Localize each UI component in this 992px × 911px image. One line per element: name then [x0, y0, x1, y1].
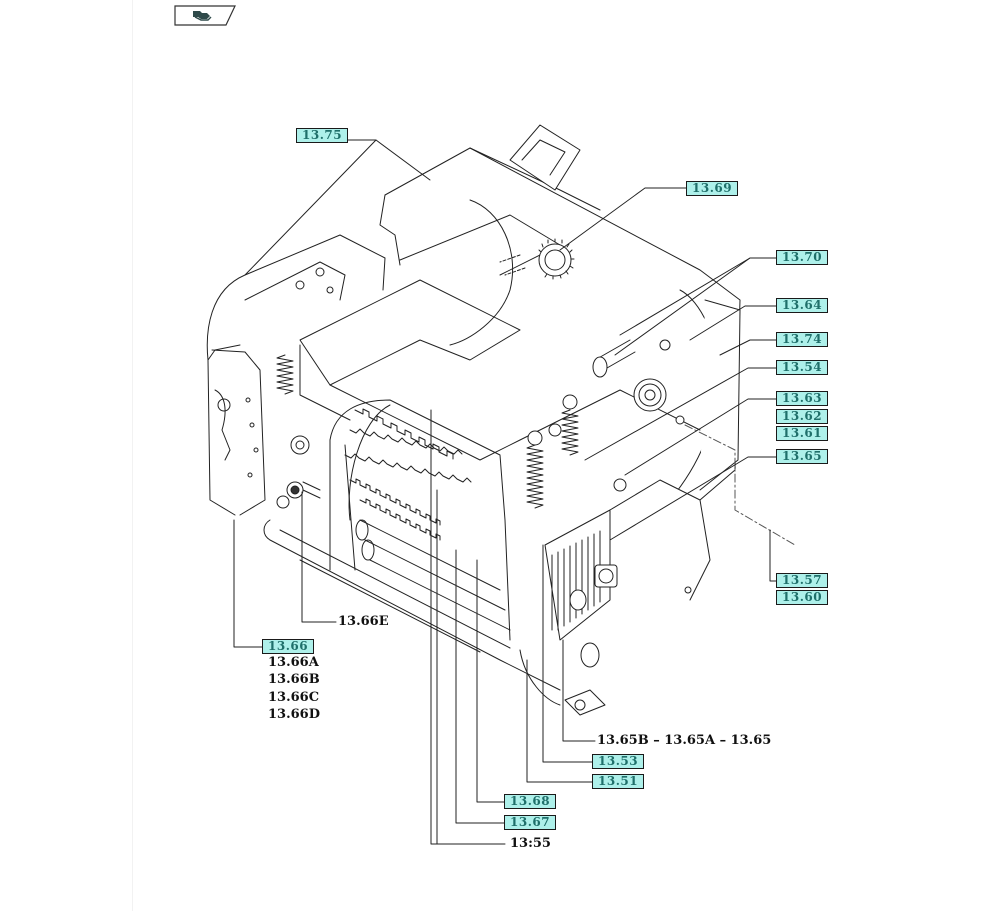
callout-13-74[interactable]: 13.74 [776, 332, 828, 347]
back-to-index-icon [174, 5, 236, 26]
label-13-55: 13:55 [510, 836, 551, 851]
callout-13-67[interactable]: 13.67 [504, 815, 556, 830]
callout-13-62[interactable]: 13.62 [776, 409, 828, 424]
page-edge [132, 0, 133, 911]
label-13-66C: 13.66C [268, 690, 320, 705]
callout-13-53[interactable]: 13.53 [592, 754, 644, 769]
tension-springs [276, 354, 579, 509]
callout-13-51[interactable]: 13.51 [592, 774, 644, 789]
callout-13-64[interactable]: 13.64 [776, 298, 828, 313]
callout-13-68[interactable]: 13.68 [504, 794, 556, 809]
roller-cage [329, 399, 511, 641]
callout-13-60[interactable]: 13.60 [776, 590, 828, 605]
callout-13-70[interactable]: 13.70 [776, 250, 828, 265]
label-13-66E: 13.66E [338, 614, 389, 629]
callout-13-63[interactable]: 13.63 [776, 391, 828, 406]
callout-13-69[interactable]: 13.69 [686, 181, 738, 196]
callout-13-57[interactable]: 13.57 [776, 573, 828, 588]
callout-13-61[interactable]: 13.61 [776, 426, 828, 441]
label-13-66A: 13.66A [268, 655, 319, 670]
label-13-66D: 13.66D [268, 707, 320, 722]
index-nav-button[interactable] [174, 5, 236, 26]
left-side-panel [211, 261, 346, 541]
explode-axis-line [684, 424, 796, 546]
callout-13-66[interactable]: 13.66 [262, 639, 314, 654]
label-13-65-group: 13.65B – 13.65A – 13.65 [597, 733, 772, 748]
leader-lines [233, 139, 777, 845]
drive-sprocket [499, 238, 575, 280]
base-frame [269, 529, 561, 706]
chassis-outline [206, 124, 741, 516]
callout-13-75[interactable]: 13.75 [296, 128, 348, 143]
pulley-assembly [592, 339, 685, 492]
callout-13-65[interactable]: 13.65 [776, 449, 828, 464]
callout-13-54[interactable]: 13.54 [776, 360, 828, 375]
label-13-66B: 13.66B [268, 672, 320, 687]
finned-housing [544, 479, 711, 716]
